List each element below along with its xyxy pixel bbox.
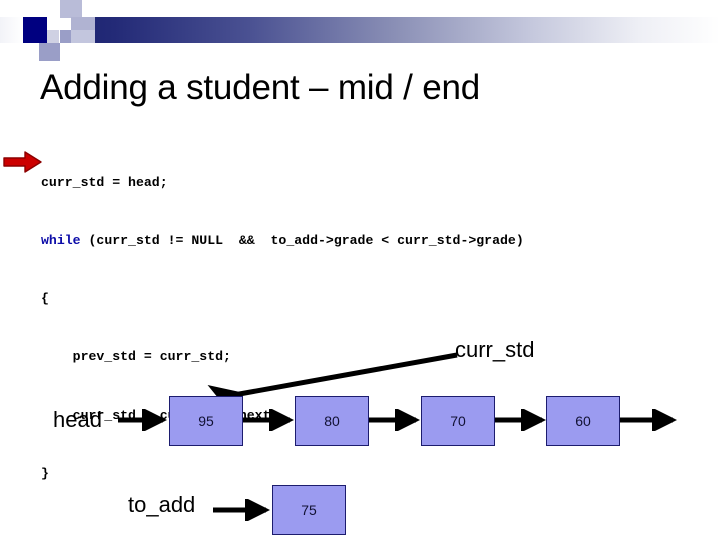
node-value: 95 — [198, 413, 214, 429]
curr-std-pointer-arrow — [207, 352, 458, 410]
tail-arrow — [620, 409, 678, 431]
list-node: 95 — [169, 396, 243, 446]
page-title: Adding a student – mid / end — [40, 68, 480, 107]
head-to-node-arrow — [118, 409, 168, 431]
list-node: 60 — [546, 396, 620, 446]
to-add-label: to_add — [128, 492, 196, 517]
node-link-arrow-2 — [369, 409, 421, 431]
node-value: 75 — [301, 502, 317, 518]
code-indent — [41, 349, 73, 364]
code-line-blank — [41, 522, 681, 540]
node-value: 70 — [450, 413, 466, 429]
code-line: } — [41, 464, 681, 483]
deco-square-11 — [47, 30, 59, 43]
node-link-arrow-3 — [495, 409, 547, 431]
code-text: (curr_std != NULL && to_add->grade < cur… — [80, 233, 524, 249]
deco-square-14 — [0, 0, 24, 17]
node-link-arrow-1 — [243, 409, 295, 431]
deco-square-7 — [60, 0, 82, 18]
code-text: } — [41, 465, 49, 481]
code-text: curr_std = head; — [41, 174, 168, 190]
code-line: while (curr_std != NULL && to_add->grade… — [41, 231, 681, 250]
list-node: 80 — [295, 396, 369, 446]
node-value: 60 — [575, 413, 591, 429]
new-node: 75 — [272, 485, 346, 535]
deco-square-8 — [82, 0, 86, 18]
code-block: curr_std = head; while (curr_std != NULL… — [41, 134, 681, 540]
code-text: { — [41, 291, 49, 307]
code-line: curr_std = head; — [41, 173, 681, 192]
to-add-to-node-arrow — [213, 499, 271, 521]
code-line: { — [41, 289, 681, 308]
code-text: prev_std = curr_std; — [72, 349, 231, 365]
code-keyword: while — [41, 233, 81, 249]
deco-square-9 — [71, 17, 95, 30]
node-value: 80 — [324, 413, 340, 429]
header-gradient-band — [47, 17, 720, 43]
current-line-pointer-icon — [3, 151, 42, 173]
curr-std-label: curr_std — [455, 337, 535, 362]
head-label: head — [53, 407, 102, 432]
code-line: prev_std = curr_std; — [41, 347, 681, 366]
deco-square-15 — [60, 30, 71, 43]
deco-square-2 — [23, 17, 47, 43]
list-node: 70 — [421, 396, 495, 446]
deco-square-13 — [39, 43, 60, 61]
deco-square-1 — [0, 17, 23, 43]
